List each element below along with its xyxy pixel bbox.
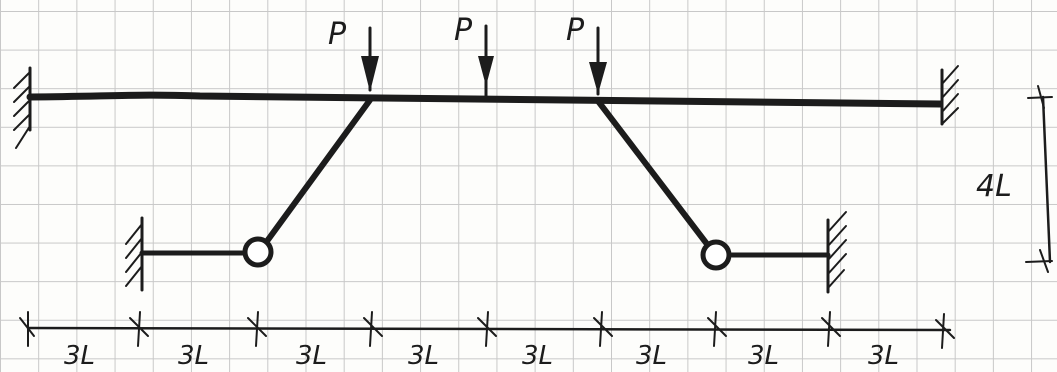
dimension-tick [363, 311, 383, 347]
span-label-1: 3L [64, 341, 95, 371]
lower-right-support [826, 211, 847, 294]
left-inclined-strut [259, 97, 373, 251]
span-label-6: 3L [636, 341, 667, 371]
main-beam [26, 91, 944, 108]
dimension-tick [19, 311, 35, 347]
dimension-tick [477, 311, 497, 347]
left-fixed-support [13, 66, 32, 149]
load-label-1: P [328, 17, 347, 52]
lower-left-support [125, 216, 144, 292]
right-fixed-support [940, 65, 959, 126]
span-label-4: 3L [408, 341, 439, 371]
load-label-2: P [454, 13, 473, 48]
right-pin-hinge [700, 239, 732, 271]
span-label-3: 3L [296, 341, 327, 371]
dimension-tick [935, 313, 955, 349]
dimension-tick [821, 311, 841, 347]
left-pin-hinge [242, 236, 274, 268]
dimension-tick [247, 311, 267, 347]
load-label-3: P [566, 13, 585, 48]
load-arrow-1 [361, 26, 379, 92]
right-inclined-strut [595, 98, 713, 251]
span-label-7: 3L [748, 341, 779, 371]
span-label-8: 3L [868, 341, 899, 371]
height-dimension-line [1025, 85, 1053, 273]
load-arrow-3 [589, 26, 607, 96]
dimension-tick [129, 311, 149, 347]
load-arrow-2 [478, 24, 494, 98]
span-label-2: 3L [178, 341, 209, 371]
height-dimension-label: 4L [976, 169, 1012, 204]
dimension-tick [593, 311, 613, 347]
span-label-5: 3L [522, 341, 553, 371]
dimension-tick [707, 311, 727, 347]
span-dimension-ticks [19, 311, 955, 349]
